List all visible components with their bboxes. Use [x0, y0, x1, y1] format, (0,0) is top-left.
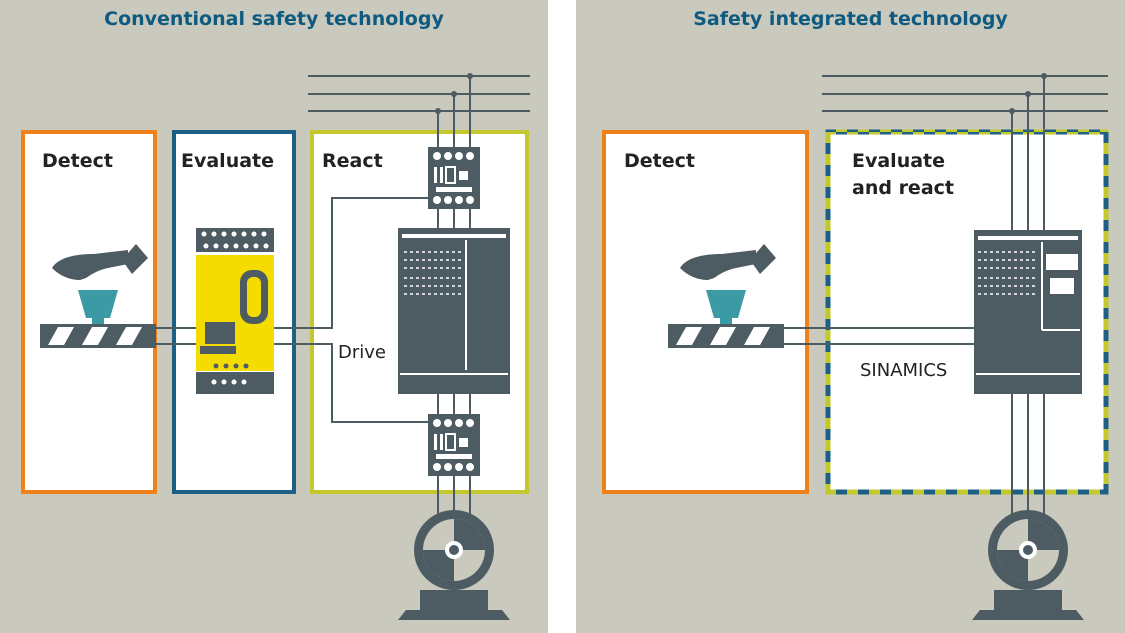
right-detect-label: Detect [624, 150, 695, 172]
left-react-label: React [322, 150, 383, 172]
right-evaluate-label-line1: Evaluate [852, 150, 946, 172]
contactor-icon [427, 146, 481, 210]
right-signal-wires [764, 327, 976, 345]
safety-relay-icon [196, 228, 274, 394]
contactor-icon [427, 413, 481, 477]
right-power-bus [822, 75, 1108, 112]
drive-unit-icon [974, 230, 1082, 394]
left-detect-label: Detect [42, 150, 113, 172]
left-power-bus [308, 75, 530, 112]
left-panel [21, 73, 530, 620]
right-evaluate-label-line2: and react [852, 177, 954, 199]
left-evaluate-label: Evaluate [181, 150, 275, 172]
right-panel [602, 73, 1109, 620]
right-drive-label: SINAMICS [860, 360, 948, 381]
drive-unit-icon [398, 228, 510, 394]
left-panel-title: Conventional safety technology [104, 8, 444, 30]
left-drive-label: Drive [338, 342, 386, 363]
right-detect-box [602, 130, 809, 494]
right-panel-title: Safety integrated technology [693, 8, 1008, 30]
